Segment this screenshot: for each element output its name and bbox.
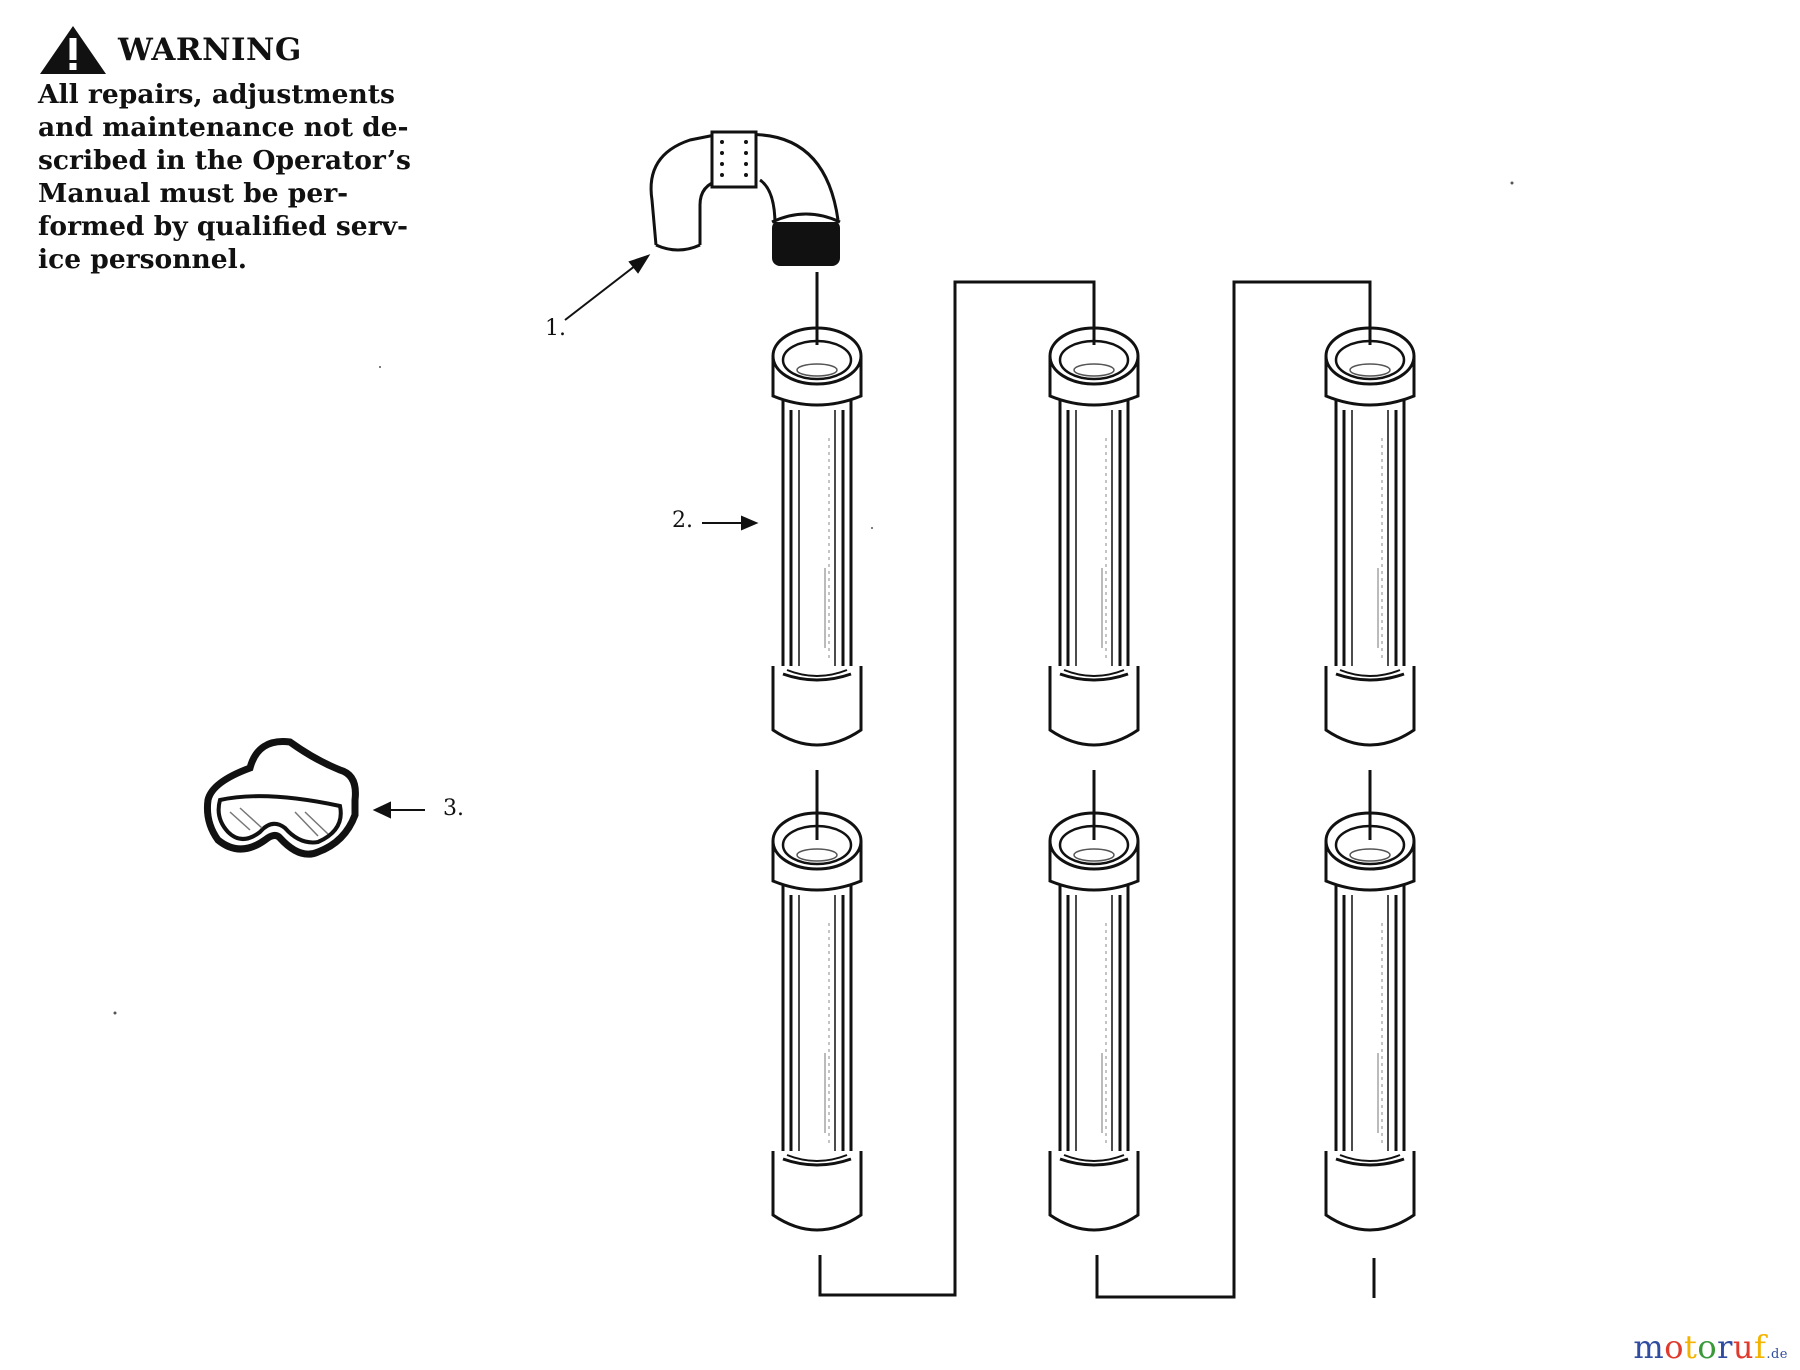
callout-arrows [372, 254, 759, 819]
brand-letter: u [1732, 1328, 1754, 1366]
warning-triangle-icon [40, 26, 106, 74]
warning-line: Manual must be per- [38, 178, 349, 209]
tube-section [1324, 326, 1416, 747]
callout-label-tube: 2. [672, 508, 693, 533]
warning-line: ice personnel. [38, 244, 247, 275]
brand-letter: f [1754, 1328, 1767, 1366]
warning-line: and maintenance not de- [38, 112, 409, 143]
scan-specks [113, 181, 1514, 1015]
brand-letter: o [1697, 1328, 1718, 1366]
warning-line: formed by qualified serv- [38, 211, 408, 242]
warning-text: All repairs, adjustments and maintenance… [38, 78, 422, 276]
connector-lines [815, 272, 1376, 1299]
warning-line: scribed in the Operator’s [38, 145, 411, 176]
warning-line: All repairs, adjustments [38, 79, 395, 110]
warning-title: WARNING [118, 32, 302, 68]
brand-watermark: motoruf.de [1633, 1328, 1788, 1366]
warning-header: WARNING [38, 22, 428, 78]
brand-suffix: .de [1766, 1347, 1788, 1362]
callout-label-elbow: 1. [545, 316, 566, 341]
safety-goggles [204, 738, 359, 858]
callout-label-goggles: 3. [443, 796, 464, 821]
tube-section [1048, 326, 1140, 747]
tube-section [771, 326, 863, 747]
brand-letter: r [1717, 1328, 1733, 1366]
tube-section [1048, 811, 1140, 1232]
warning-box: WARNING All repairs, adjustments and mai… [38, 22, 428, 276]
brand-letter: m [1633, 1328, 1665, 1366]
brand-letter: o [1664, 1328, 1684, 1366]
tube-section [771, 811, 863, 1232]
elbow-hose [649, 130, 841, 266]
tube-section [1324, 811, 1416, 1232]
brand-letter: t [1683, 1328, 1698, 1366]
